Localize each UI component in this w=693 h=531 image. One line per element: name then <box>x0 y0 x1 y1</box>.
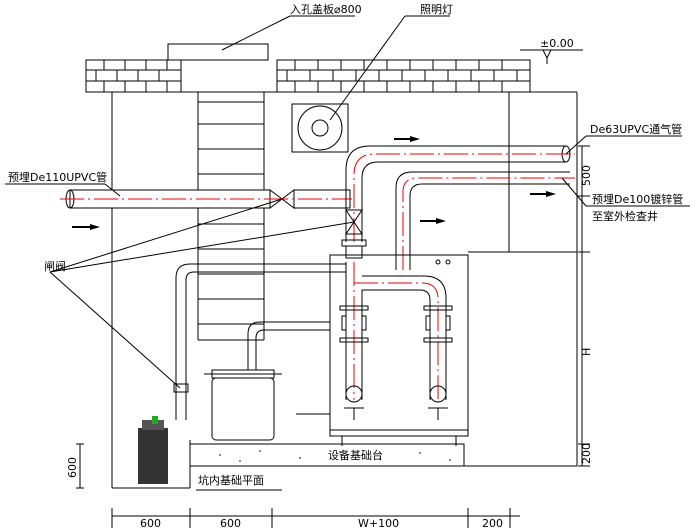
ground-level-label: ±0.00 <box>540 37 574 50</box>
pit-walls <box>111 91 578 489</box>
ladder-steps <box>198 101 264 341</box>
flow-arrow <box>394 136 420 142</box>
submersible-pump <box>138 416 168 484</box>
equipment-base-label: 设备基础台 <box>328 448 383 462</box>
embedded-galv-label: 预埋De100镀锌管 <box>592 192 683 206</box>
height-h-label: H <box>580 348 593 356</box>
outlet-pipe <box>395 171 575 270</box>
pit-floor-label: 坑内基础平面 <box>198 473 264 487</box>
bottom-dim-label: 600 <box>220 517 241 530</box>
water-tank <box>204 369 330 441</box>
bottom-dim-label: 200 <box>482 517 503 530</box>
suction-pipe <box>173 263 346 420</box>
manhole-cover-label: 入孔盖板⌀800 <box>290 2 362 16</box>
leader-lines <box>5 15 690 491</box>
ground-level-marker <box>520 49 583 64</box>
dim-200-vertical-label: 200 <box>580 443 593 464</box>
dimensions <box>76 145 590 528</box>
flow-arrow <box>530 191 556 197</box>
flow-arrow <box>420 218 446 224</box>
vent-pipe <box>345 136 575 242</box>
lighting-lamp <box>291 103 349 153</box>
equipment-cabinet <box>329 254 469 446</box>
gate-valve-label: 闸阀 <box>44 259 66 273</box>
bottom-dim-label: 600 <box>140 517 161 530</box>
embedded-upvc-label: 预埋De110UPVC管 <box>8 170 107 184</box>
lighting-label: 照明灯 <box>420 3 453 16</box>
equipment-base <box>189 443 465 467</box>
dim-500-label: 500 <box>580 165 593 186</box>
dim-600-vertical-label: 600 <box>66 457 79 478</box>
flow-arrow <box>72 224 100 230</box>
inlet-pipe <box>60 189 352 230</box>
cover-slab <box>85 43 531 93</box>
to-outdoor-label: 至室外检查井 <box>592 209 658 223</box>
bottom-dim-label: W+100 <box>358 517 399 530</box>
vent-pipe-label: De63UPVC通气管 <box>590 122 682 136</box>
gate-valve-vertical <box>341 209 367 259</box>
